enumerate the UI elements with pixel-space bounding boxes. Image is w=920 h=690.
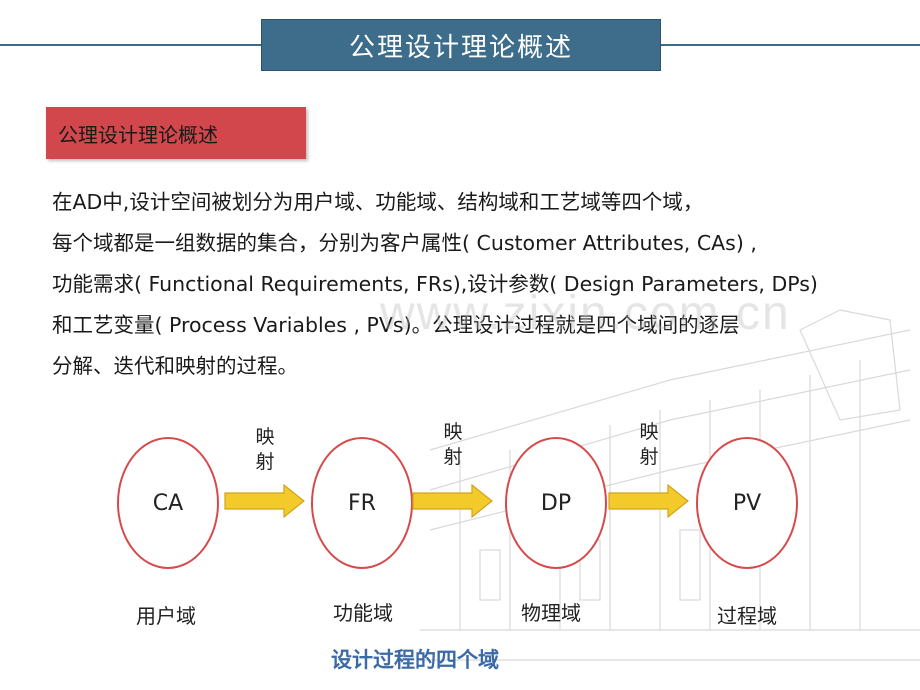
arrow-label: 映 射	[441, 420, 465, 470]
node-fr: FR	[311, 437, 413, 569]
section-heading: 公理设计理论概述	[46, 107, 306, 159]
arrow-label-char: 映	[443, 421, 463, 443]
domain-label-functional: 功能域	[333, 601, 393, 625]
arrow-label-char: 射	[639, 446, 659, 468]
arrow-label: 映 射	[637, 420, 661, 470]
domain-label-physical: 物理域	[521, 601, 581, 625]
arrow-right-icon	[224, 484, 305, 518]
paragraph-line: 在AD中,设计空间被划分为用户域、功能域、结构域和工艺域等四个域，	[52, 190, 704, 214]
domain-label-user: 用户域	[136, 604, 196, 628]
domain-label-process: 过程域	[717, 604, 777, 628]
paragraph-line: 每个域都是一组数据的集合，分别为客户属性( Customer Attribute…	[52, 231, 757, 255]
paragraph-line: 功能需求( Functional Requirements, FRs),设计参数…	[52, 272, 818, 296]
paragraph-line: 和工艺变量( Process Variables , PVs)。公理设计过程就是…	[52, 313, 740, 337]
diagram-caption: 设计过程的四个域	[331, 648, 499, 672]
arrow-right-icon	[412, 484, 493, 518]
arrow-label: 映 射	[253, 425, 277, 475]
watermark: www.zixin.com.cn	[380, 287, 791, 340]
arrow-right-icon	[608, 484, 689, 518]
arrow-label-char: 映	[255, 426, 275, 448]
paragraph-line: 分解、迭代和映射的过程。	[52, 354, 298, 378]
node-pv: PV	[696, 437, 798, 569]
node-ca: CA	[117, 437, 219, 569]
arrow-label-char: 射	[443, 446, 463, 468]
arrow-label-char: 射	[255, 451, 275, 473]
body-paragraph: 在AD中,设计空间被划分为用户域、功能域、结构域和工艺域等四个域， 每个域都是一…	[52, 182, 872, 387]
page-title: 公理设计理论概述	[261, 19, 661, 71]
arrow-label-char: 映	[639, 421, 659, 443]
node-dp: DP	[505, 437, 607, 569]
